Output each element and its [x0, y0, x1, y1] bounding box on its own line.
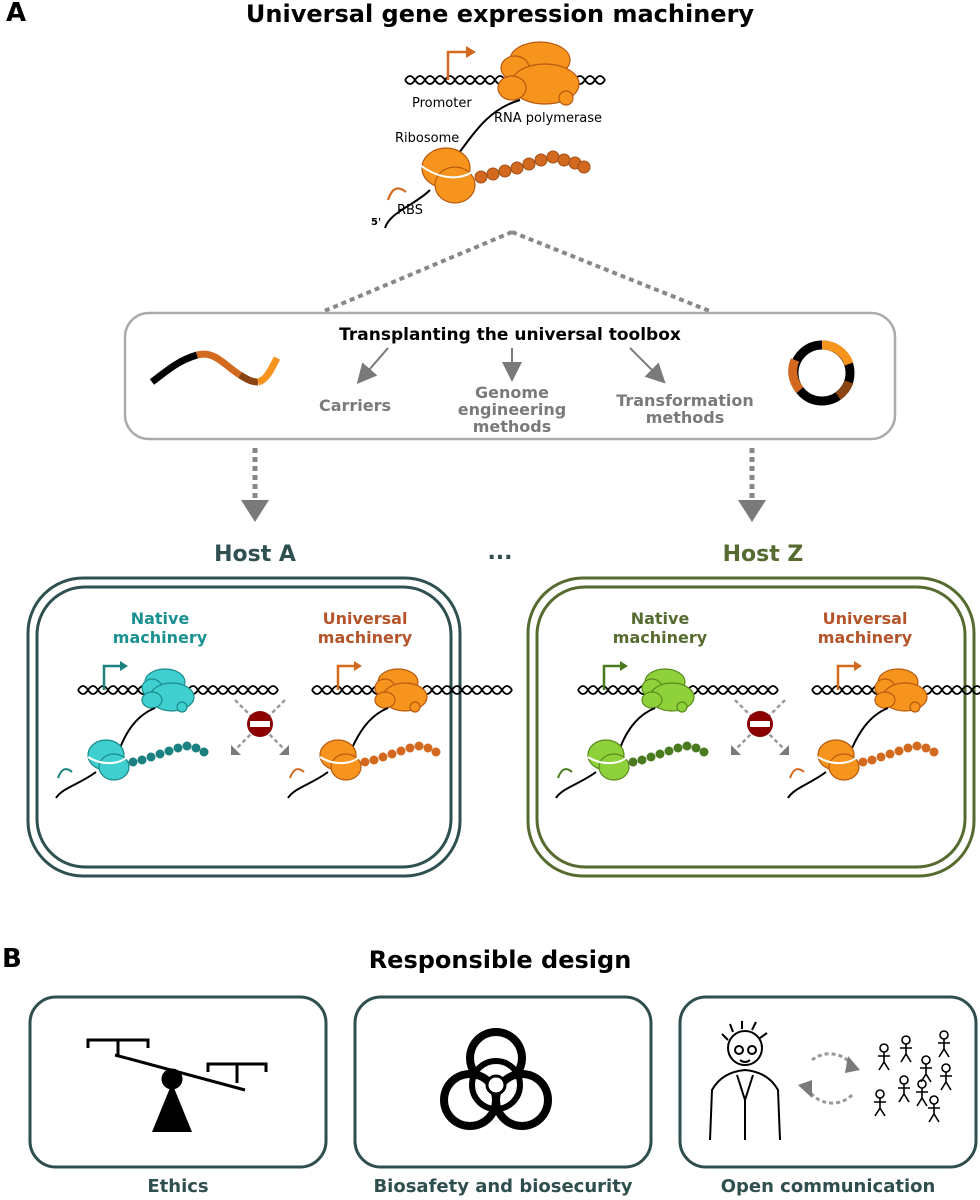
peptide-chain-icon — [474, 150, 591, 184]
biosafety-label: Biosafety and biosecurity — [373, 1176, 633, 1197]
down-arrow-right-icon — [738, 500, 766, 522]
toolbox-item-genome-engineering: Genome engineering methods — [457, 383, 567, 436]
panel-b-letter: B — [2, 944, 22, 974]
panel-b-title: Responsible design — [368, 946, 632, 974]
toolbox-item-carriers: Carriers — [318, 396, 392, 415]
biohazard-icon — [440, 1028, 552, 1130]
host-z-cell — [526, 576, 976, 878]
rna-polymerase-icon — [497, 41, 580, 106]
host-z-universal-label: Universal machinery — [817, 609, 913, 647]
public-figures-icon — [874, 1030, 952, 1123]
rna-polymerase-label: RNA polymerase — [494, 111, 603, 126]
host-a-cell — [26, 576, 462, 878]
communication-label: Open communication — [720, 1176, 936, 1197]
communication-card — [678, 995, 978, 1169]
dna-segment-icon — [149, 350, 281, 386]
promoter-arrow-icon — [446, 50, 468, 80]
host-a-native-machinery-icon — [55, 661, 279, 799]
toolbox-item-transformation: Transformation methods — [616, 391, 754, 427]
panel-a-title: Universal gene expression machinery — [245, 0, 755, 28]
host-a-title: Host A — [214, 542, 296, 567]
universal-machinery-illustration — [321, 41, 713, 314]
host-z-native-machinery-icon — [555, 661, 779, 799]
down-arrow-left-icon — [241, 500, 269, 522]
rbs-label: RBS — [397, 203, 423, 218]
promoter-label: Promoter — [412, 96, 472, 111]
ellipsis: ... — [487, 540, 513, 565]
host-z-title: Host Z — [722, 542, 804, 567]
scale-icon — [86, 1038, 268, 1132]
host-a-native-label: Native machinery — [112, 609, 208, 647]
ethics-label: Ethics — [147, 1176, 209, 1197]
host-z-native-label: Native machinery — [612, 609, 708, 647]
scientist-public-icon — [709, 1021, 781, 1141]
exchange-arrows-icon — [798, 1052, 860, 1105]
host-a-no-crosstalk-icon — [231, 699, 289, 755]
host-z-no-crosstalk-icon — [731, 699, 789, 755]
panel-a-letter: A — [6, 0, 27, 28]
host-a-universal-label: Universal machinery — [317, 609, 413, 647]
host-a-universal-machinery-icon — [287, 661, 513, 799]
ribosome-label: Ribosome — [395, 131, 460, 146]
plasmid-icon — [788, 340, 855, 406]
host-z-universal-machinery-icon — [787, 661, 980, 799]
five-prime-label: 5' — [371, 217, 382, 228]
toolbox-title: Transplanting the universal toolbox — [339, 325, 681, 345]
